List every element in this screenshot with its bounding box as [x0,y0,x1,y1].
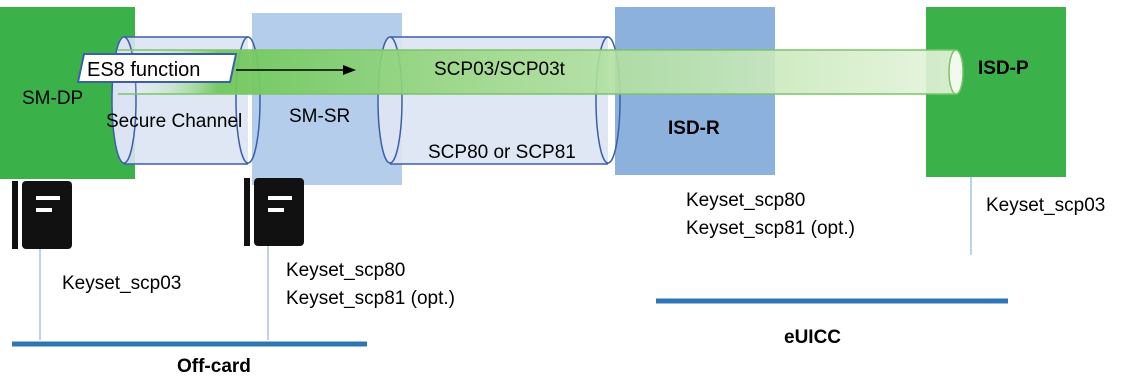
sm-sr-keyset-1: Keyset_scp80 [286,260,405,281]
server-icon [244,178,304,246]
scp03-label: SCP03/SCP03t [434,59,566,80]
sm-sr-keyset-2: Keyset_scp81 (opt.) [286,288,455,309]
sm-sr-label: SM-SR [289,106,350,127]
server-icon [12,181,72,249]
es8-function-callout: ES8 function [76,53,238,83]
off-card-label: Off-card [177,356,251,377]
isd-r-label: ISD-R [668,118,720,139]
es8-arrow [236,65,356,75]
scp80-scp81-label: SCP80 or SCP81 [428,142,576,163]
isd-r-keyset-1: Keyset_scp80 [686,190,805,211]
isd-p-keyset: Keyset_scp03 [986,195,1105,216]
secure-channel-label: Secure Channel [106,111,242,132]
es8-function-label: ES8 function [87,59,200,81]
sm-sr-box [252,13,402,185]
isd-r-keyset-2: Keyset_scp81 (opt.) [686,218,855,239]
sm-dp-keyset: Keyset_scp03 [62,273,181,294]
scp03-tube [118,49,964,95]
isd-p-label: ISD-P [978,58,1029,79]
sm-dp-label: SM-DP [22,88,83,109]
euicc-label: eUICC [784,327,841,348]
